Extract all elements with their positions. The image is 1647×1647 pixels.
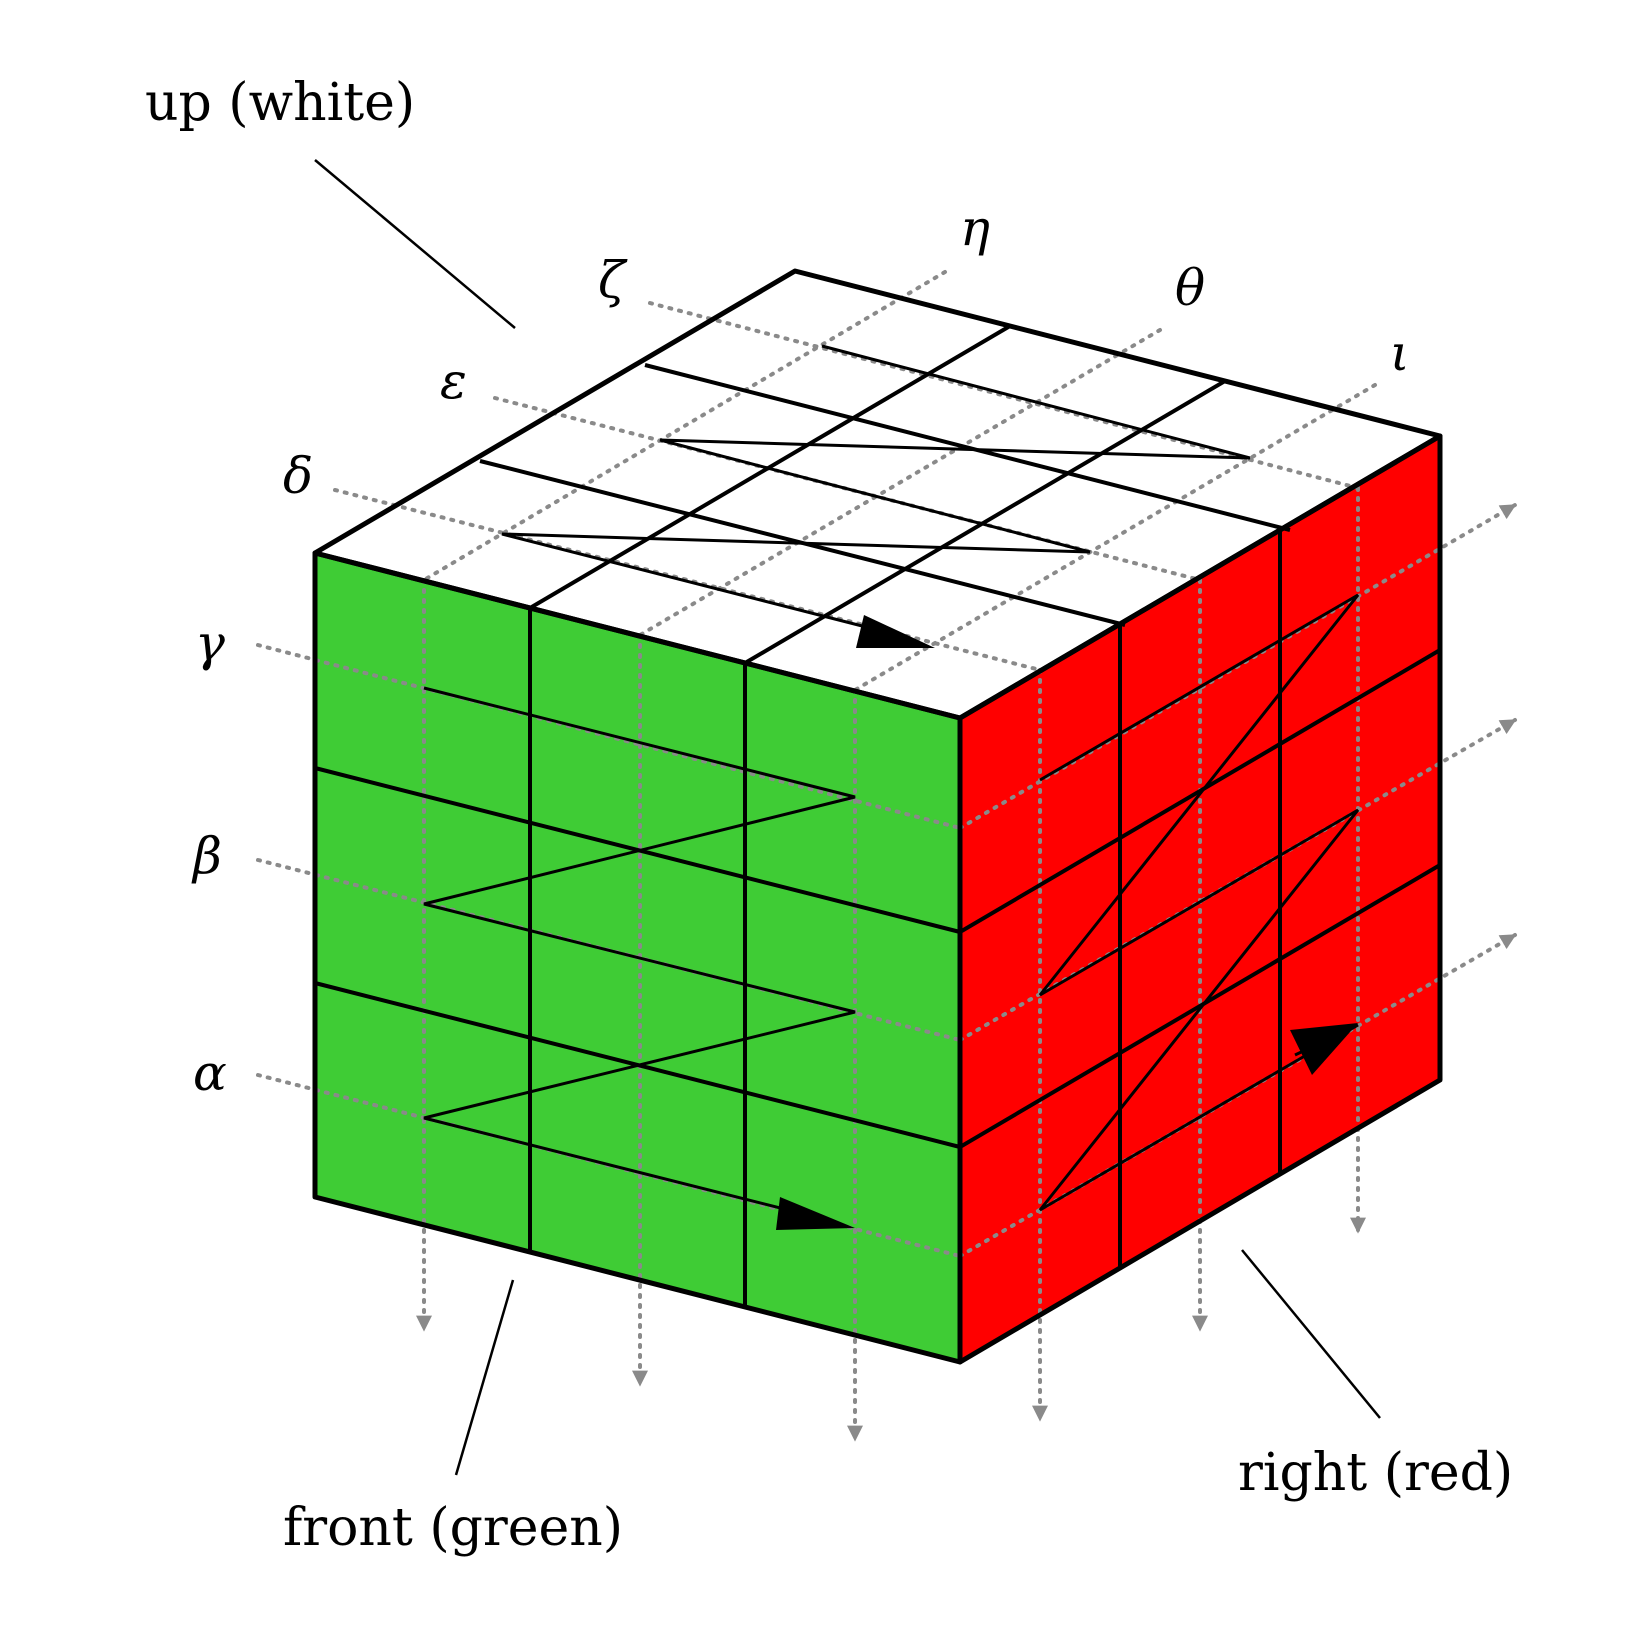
label-front-face: front (green) [283,1498,623,1558]
right-grid [958,530,1442,1268]
front-arrowhead [776,1197,855,1230]
label-up-face: up (white) [145,73,415,133]
label-beta: β [191,827,222,885]
label-alpha: α [193,1044,227,1102]
up-face [315,271,1440,718]
label-gamma: γ [195,614,225,672]
right-arrowhead [1290,1023,1358,1075]
label-right-face: right (red) [1238,1443,1513,1503]
cube-edges [312,268,1443,1365]
label-epsilon: ε [440,352,467,410]
label-eta: η [960,199,990,257]
guide-gamma [256,643,962,830]
leader-right [1241,1249,1381,1419]
guide-iota [853,383,1377,692]
label-zeta: ζ [598,251,628,309]
guide-eta [422,270,947,582]
guide-epsilon [493,396,1202,582]
leader-up [314,159,516,329]
guide-theta [638,328,1162,637]
leader-front [454,1279,515,1476]
label-theta: θ [1175,259,1205,317]
right-zigzag [1038,593,1360,1212]
front-zigzag [423,686,856,1230]
label-delta: δ [283,447,313,505]
up-arrowhead [856,615,935,648]
up-zigzag [501,344,1251,648]
label-iota: ι [1390,324,1410,382]
